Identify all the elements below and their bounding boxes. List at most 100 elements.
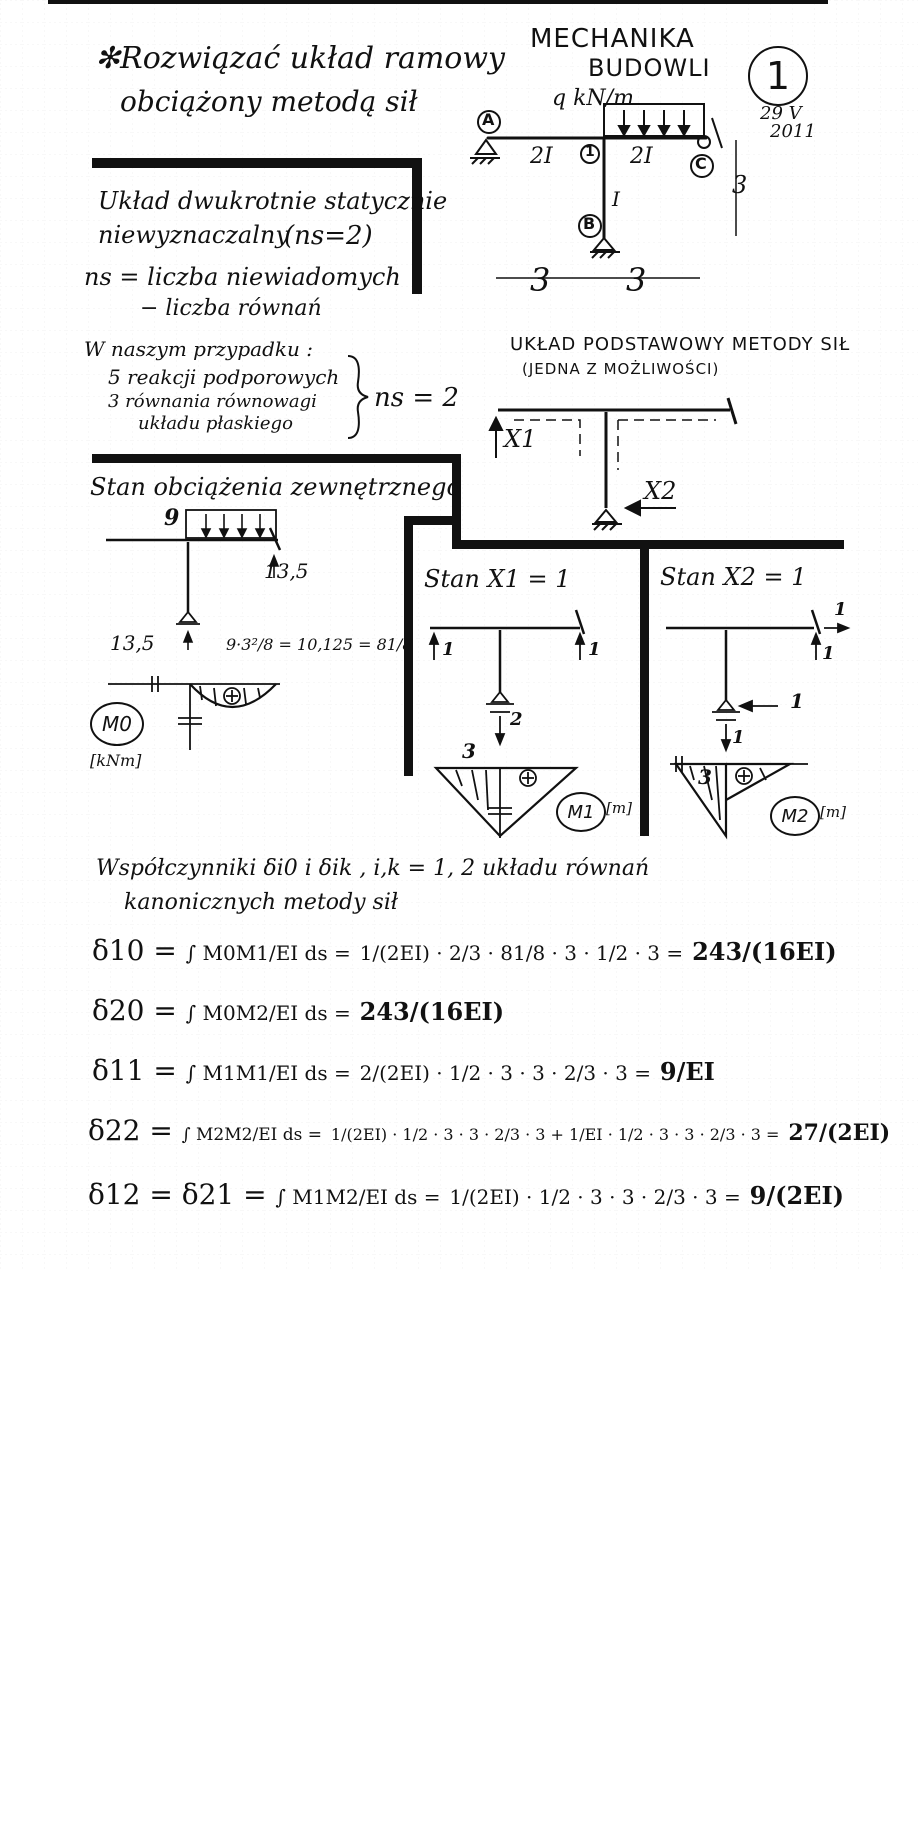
date-line-1: 29 V: [760, 103, 802, 124]
m2-unit: [m]: [820, 803, 846, 821]
x1-support-value: 2: [510, 709, 523, 730]
state-external-moment-calc: 9·3²/8 = 10,125 = 81/8: [226, 635, 413, 654]
frame-load-label: q kN/m: [552, 86, 634, 111]
case-intro: W naszym przypadku :: [84, 337, 313, 361]
d11-result: 9/EI: [659, 1057, 715, 1086]
d12-lhs: δ12 = δ21 =: [88, 1178, 267, 1211]
stiffness-right: 2I: [630, 144, 653, 169]
x1-ordinate: 3: [462, 739, 476, 763]
node-1-label: 1: [585, 144, 595, 160]
case-equations-line-1: 3 równania równowagi: [108, 391, 317, 412]
equation-d20: δ20 = ∫ M0M2/EI ds = 243/(16EI): [92, 994, 504, 1027]
m1-label: M1: [567, 801, 595, 823]
task-line-2: obciążony metodą sił: [120, 85, 418, 118]
frame-height: 3: [732, 171, 748, 199]
subject-line-2: BUDOWLI: [588, 54, 711, 82]
node-a-label: A: [482, 110, 495, 129]
brace-symbol: [347, 355, 369, 439]
x2-force-support: 1: [790, 689, 804, 713]
state-external-reaction-right: 13,5: [264, 559, 309, 583]
stiffness-column: I: [612, 187, 620, 211]
d12-integral: ∫ M1M2/EI ds =: [275, 1185, 441, 1209]
box-border-right: [412, 158, 422, 294]
d11-integral: ∫ M1M1/EI ds =: [185, 1061, 351, 1085]
d20-integral: ∫ M0M2/EI ds =: [185, 1001, 351, 1025]
case-equations-line-2: układu płaskiego: [138, 413, 293, 434]
d20-lhs: δ20 =: [92, 994, 177, 1027]
task-line-1: ✻Rozwiązać układ ramowy: [95, 41, 505, 76]
node-c-label: C: [695, 154, 707, 173]
equation-d22: δ22 = ∫ M2M2/EI ds = 1/(2EI) · 1/2 · 3 ·…: [88, 1114, 890, 1147]
d22-result: 27/(2EI): [788, 1120, 891, 1146]
subject-line-1: MECHANIKA: [530, 24, 695, 54]
state-x2-title: Stan X2 = 1: [660, 563, 807, 591]
d20-result: 243/(16EI): [359, 997, 505, 1026]
node-b-label: B: [583, 214, 596, 233]
d12-expression: 1/(2EI) · 1/2 · 3 · 3 · 2/3 · 3 =: [449, 1185, 741, 1209]
grid-paper: [0, 0, 918, 1270]
m2-label: M2: [781, 805, 809, 827]
d22-integral: ∫ M2M2/EI ds =: [181, 1125, 322, 1145]
case-reactions: 5 reakcji podporowych: [108, 365, 340, 389]
stiffness-left: 2I: [530, 144, 553, 169]
d10-expression: 1/(2EI) · 2/3 · 81/8 · 3 · 1/2 · 3 =: [359, 941, 684, 965]
indeterminacy-line-2: niewyznaczalny: [98, 221, 289, 249]
ns-definition-line-2: − liczba równań: [140, 296, 322, 321]
sheet-number: 1: [765, 54, 791, 98]
top-edge-mark: [48, 0, 828, 4]
state-external-load: 9: [164, 505, 180, 531]
basic-system-title: UKŁAD PODSTAWOWY METODY SIŁ: [510, 334, 851, 355]
ns-definition-line-1: ns = liczba niewiadomych: [84, 263, 401, 291]
frame-span-left: 3: [530, 261, 551, 299]
x1-reaction-right: 1: [588, 639, 601, 660]
state-external-reaction-left: 13,5: [110, 631, 155, 655]
d10-lhs: δ10 =: [92, 934, 177, 967]
equation-d11: δ11 = ∫ M1M1/EI ds = 2/(2EI) · 1/2 · 3 ·…: [92, 1054, 715, 1087]
d11-lhs: δ11 =: [92, 1054, 177, 1087]
state-external-sketch: [106, 509, 282, 750]
d12-result: 9/(2EI): [749, 1181, 845, 1210]
x2-force-top: 1: [834, 599, 847, 620]
d22-expression: 1/(2EI) · 1/2 · 3 · 3 · 2/3 · 3 + 1/EI ·…: [330, 1125, 780, 1144]
sheet-number-badge: 1: [748, 46, 808, 106]
m0-unit: [kNm]: [90, 751, 142, 770]
m0-badge: M0: [90, 702, 144, 746]
m0-label: M0: [102, 712, 132, 736]
x1-reaction-left: 1: [442, 639, 455, 660]
x2-reaction-right: 1: [822, 643, 835, 664]
x2-reaction-support: 1: [732, 727, 745, 748]
divider-x1-left: [404, 516, 413, 776]
coefficients-intro-line-2: kanonicznych metody sił: [124, 890, 398, 915]
frame-sketch: [470, 103, 737, 279]
equation-d12: δ12 = δ21 = ∫ M1M2/EI ds = 1/(2EI) · 1/2…: [88, 1178, 844, 1211]
d10-integral: ∫ M0M1/EI ds =: [185, 941, 351, 965]
divider-step-horizontal: [404, 516, 456, 525]
box-border-top: [92, 158, 422, 168]
state-x2-sketch: [666, 609, 851, 840]
divider-step-vertical: [452, 454, 461, 540]
m2-badge: M2: [770, 796, 820, 836]
case-result: ns = 2: [374, 383, 459, 413]
state-x1-sketch: [428, 609, 586, 838]
x2-ordinate: 3: [698, 765, 712, 789]
state-x1-title: Stan X1 = 1: [424, 565, 571, 593]
d11-expression: 2/(2EI) · 1/2 · 3 · 3 · 2/3 · 3 =: [359, 1061, 651, 1085]
date-line-2: 2011: [770, 121, 816, 142]
frame-span-right: 3: [626, 261, 647, 299]
m1-badge: M1: [556, 792, 606, 832]
basic-x2-label: X2: [644, 477, 677, 505]
equation-d10: δ10 = ∫ M0M1/EI ds = 1/(2EI) · 2/3 · 81/…: [92, 934, 837, 967]
basic-system-sketch: [488, 397, 738, 531]
basic-x1-label: X1: [504, 425, 537, 453]
m1-unit: [m]: [606, 799, 632, 817]
divider-x1-x2: [640, 540, 649, 836]
indeterminacy-ns: (ns=2): [284, 221, 373, 251]
basic-system-subtitle: (JEDNA Z MOŻLIWOŚCI): [522, 360, 720, 378]
state-external-title: Stan obciążenia zewnętrznego: [90, 473, 461, 501]
divider-left-top: [92, 454, 460, 463]
coefficients-intro-line-1: Współczynniki δi0 i δik , i,k = 1, 2 ukł…: [96, 856, 650, 881]
indeterminacy-line-1: Układ dwukrotnie statycznie: [98, 187, 448, 215]
d10-result: 243/(16EI): [692, 937, 837, 966]
d22-lhs: δ22 =: [88, 1114, 173, 1147]
